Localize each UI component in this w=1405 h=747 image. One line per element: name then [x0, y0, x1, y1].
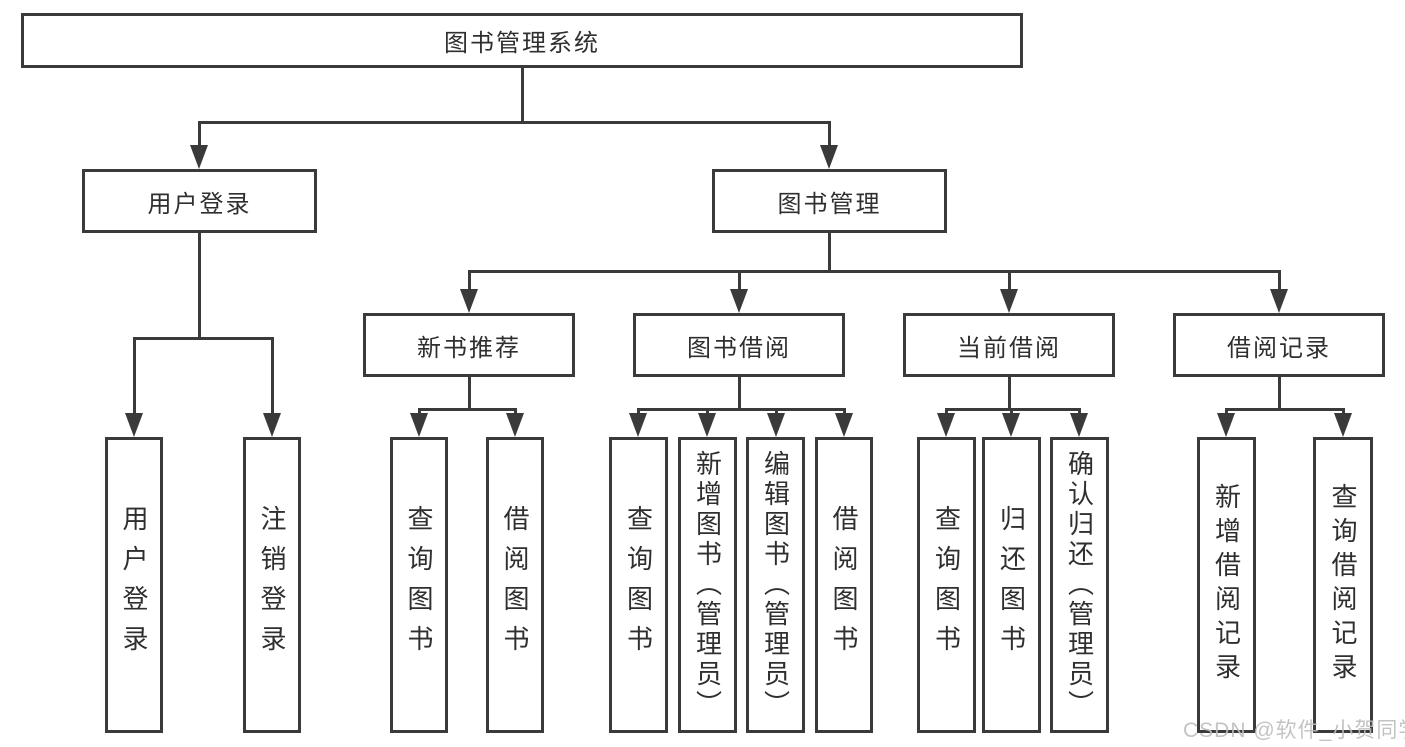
- leaf-user-login: 用户登录: [105, 437, 163, 733]
- connector-bar: [467, 270, 1281, 273]
- connector-stem: [1007, 377, 1011, 411]
- connector-bar: [636, 408, 846, 411]
- leaf-nb-borrow-book: 借阅图书: [486, 437, 544, 733]
- connector-bar: [197, 121, 831, 124]
- leaf-logout: 注销登录: [243, 437, 301, 733]
- connector-bar: [1224, 408, 1345, 411]
- arrowhead-down-icon: [506, 413, 524, 437]
- node-new-book-recommend-label: 新书推荐: [417, 334, 521, 362]
- node-current-borrow-label: 当前借阅: [957, 334, 1061, 362]
- arrowhead-down-icon: [767, 413, 785, 437]
- connector-arrow-stem: [737, 270, 741, 289]
- arrowhead-down-icon: [629, 413, 647, 437]
- connector-arrow-stem: [417, 408, 421, 413]
- node-new-book-recommend: 新书推荐: [363, 313, 575, 377]
- leaf-cb-query-book-label: 查询图书: [931, 505, 962, 665]
- arrowhead-down-icon: [263, 413, 281, 437]
- connector-arrow-stem: [270, 337, 274, 413]
- connector-arrow-stem: [1009, 408, 1013, 413]
- connector-arrow-stem: [774, 408, 778, 413]
- arrowhead-down-icon: [410, 413, 428, 437]
- connector-arrow-stem: [944, 408, 948, 413]
- leaf-br-query-record-label: 查询借阅记录: [1328, 483, 1358, 687]
- arrowhead-down-icon: [1070, 413, 1088, 437]
- leaf-bb-edit-book-admin-label: 编辑图书（管理员）: [760, 450, 791, 720]
- node-borrow-records: 借阅记录: [1173, 313, 1385, 377]
- leaf-cb-return-book: 归还图书: [982, 437, 1041, 733]
- leaf-nb-query-book: 查询图书: [390, 437, 448, 733]
- node-book-borrow: 图书借阅: [633, 313, 845, 377]
- leaf-nb-borrow-book-label: 借阅图书: [500, 505, 530, 665]
- leaf-br-add-record-label: 新增借阅记录: [1211, 483, 1242, 687]
- arrowhead-down-icon: [1217, 413, 1235, 437]
- leaf-bb-borrow-book-label: 借阅图书: [829, 505, 859, 665]
- node-book-management-label: 图书管理: [777, 190, 882, 218]
- connector-arrow-stem: [1277, 270, 1281, 289]
- connector-bar: [944, 408, 1081, 411]
- leaf-nb-query-book-label: 查询图书: [404, 505, 434, 665]
- connector-bar: [132, 337, 274, 340]
- leaf-bb-edit-book-admin: 编辑图书（管理员）: [746, 437, 805, 733]
- node-user-login: 用户登录: [82, 169, 317, 233]
- connector-arrow-stem: [705, 408, 709, 413]
- arrowhead-down-icon: [1270, 289, 1288, 313]
- connector-arrow-stem: [827, 121, 831, 145]
- leaf-cb-return-book-label: 归还图书: [996, 505, 1027, 665]
- connector-stem: [467, 377, 471, 411]
- node-borrow-records-label: 借阅记录: [1227, 334, 1331, 362]
- connector-arrow-stem: [636, 408, 640, 413]
- leaf-bb-query-book-label: 查询图书: [623, 505, 654, 665]
- connector-stem: [737, 377, 741, 411]
- leaf-user-login-label: 用户登录: [119, 505, 149, 665]
- leaf-cb-confirm-return-admin: 确认归还（管理员）: [1050, 437, 1109, 733]
- node-current-borrow: 当前借阅: [903, 313, 1115, 377]
- connector-arrow-stem: [1224, 408, 1228, 413]
- arrowhead-down-icon: [125, 413, 143, 437]
- arrowhead-down-icon: [190, 145, 208, 169]
- arrowhead-down-icon: [1000, 289, 1018, 313]
- connector-stem: [520, 68, 524, 124]
- connector-arrow-stem: [842, 408, 846, 413]
- leaf-bb-borrow-book: 借阅图书: [815, 437, 873, 733]
- connector-stem: [197, 233, 201, 340]
- connector-arrow-stem: [513, 408, 517, 413]
- leaf-bb-add-book-admin-label: 新增图书（管理员）: [692, 450, 723, 720]
- connector-arrow-stem: [1077, 408, 1081, 413]
- leaf-bb-add-book-admin: 新增图书（管理员）: [678, 437, 737, 733]
- node-root-label: 图书管理系统: [444, 30, 600, 57]
- watermark: CSDN @软件_小贺同学: [1183, 719, 1405, 742]
- connector-arrow-stem: [1007, 270, 1011, 289]
- leaf-cb-confirm-return-admin-label: 确认归还（管理员）: [1064, 450, 1095, 720]
- connector-arrow-stem: [197, 121, 201, 145]
- arrowhead-down-icon: [937, 413, 955, 437]
- connector-stem: [1277, 377, 1281, 411]
- node-root: 图书管理系统: [21, 13, 1023, 68]
- leaf-cb-query-book: 查询图书: [917, 437, 976, 733]
- arrowhead-down-icon: [835, 413, 853, 437]
- connector-arrow-stem: [467, 270, 471, 289]
- connector-bar: [417, 408, 517, 411]
- leaf-br-add-record: 新增借阅记录: [1197, 437, 1256, 733]
- node-book-borrow-label: 图书借阅: [687, 334, 791, 362]
- arrowhead-down-icon: [698, 413, 716, 437]
- arrowhead-down-icon: [820, 145, 838, 169]
- leaf-logout-label: 注销登录: [257, 505, 287, 665]
- leaf-br-query-record: 查询借阅记录: [1313, 437, 1373, 733]
- arrowhead-down-icon: [460, 289, 478, 313]
- arrowhead-down-icon: [730, 289, 748, 313]
- connector-arrow-stem: [1341, 408, 1345, 413]
- node-book-management: 图书管理: [712, 169, 947, 233]
- connector-arrow-stem: [132, 337, 136, 413]
- arrowhead-down-icon: [1334, 413, 1352, 437]
- leaf-bb-query-book: 查询图书: [609, 437, 668, 733]
- node-user-login-label: 用户登录: [147, 190, 252, 218]
- connector-stem: [827, 233, 831, 273]
- arrowhead-down-icon: [1002, 413, 1020, 437]
